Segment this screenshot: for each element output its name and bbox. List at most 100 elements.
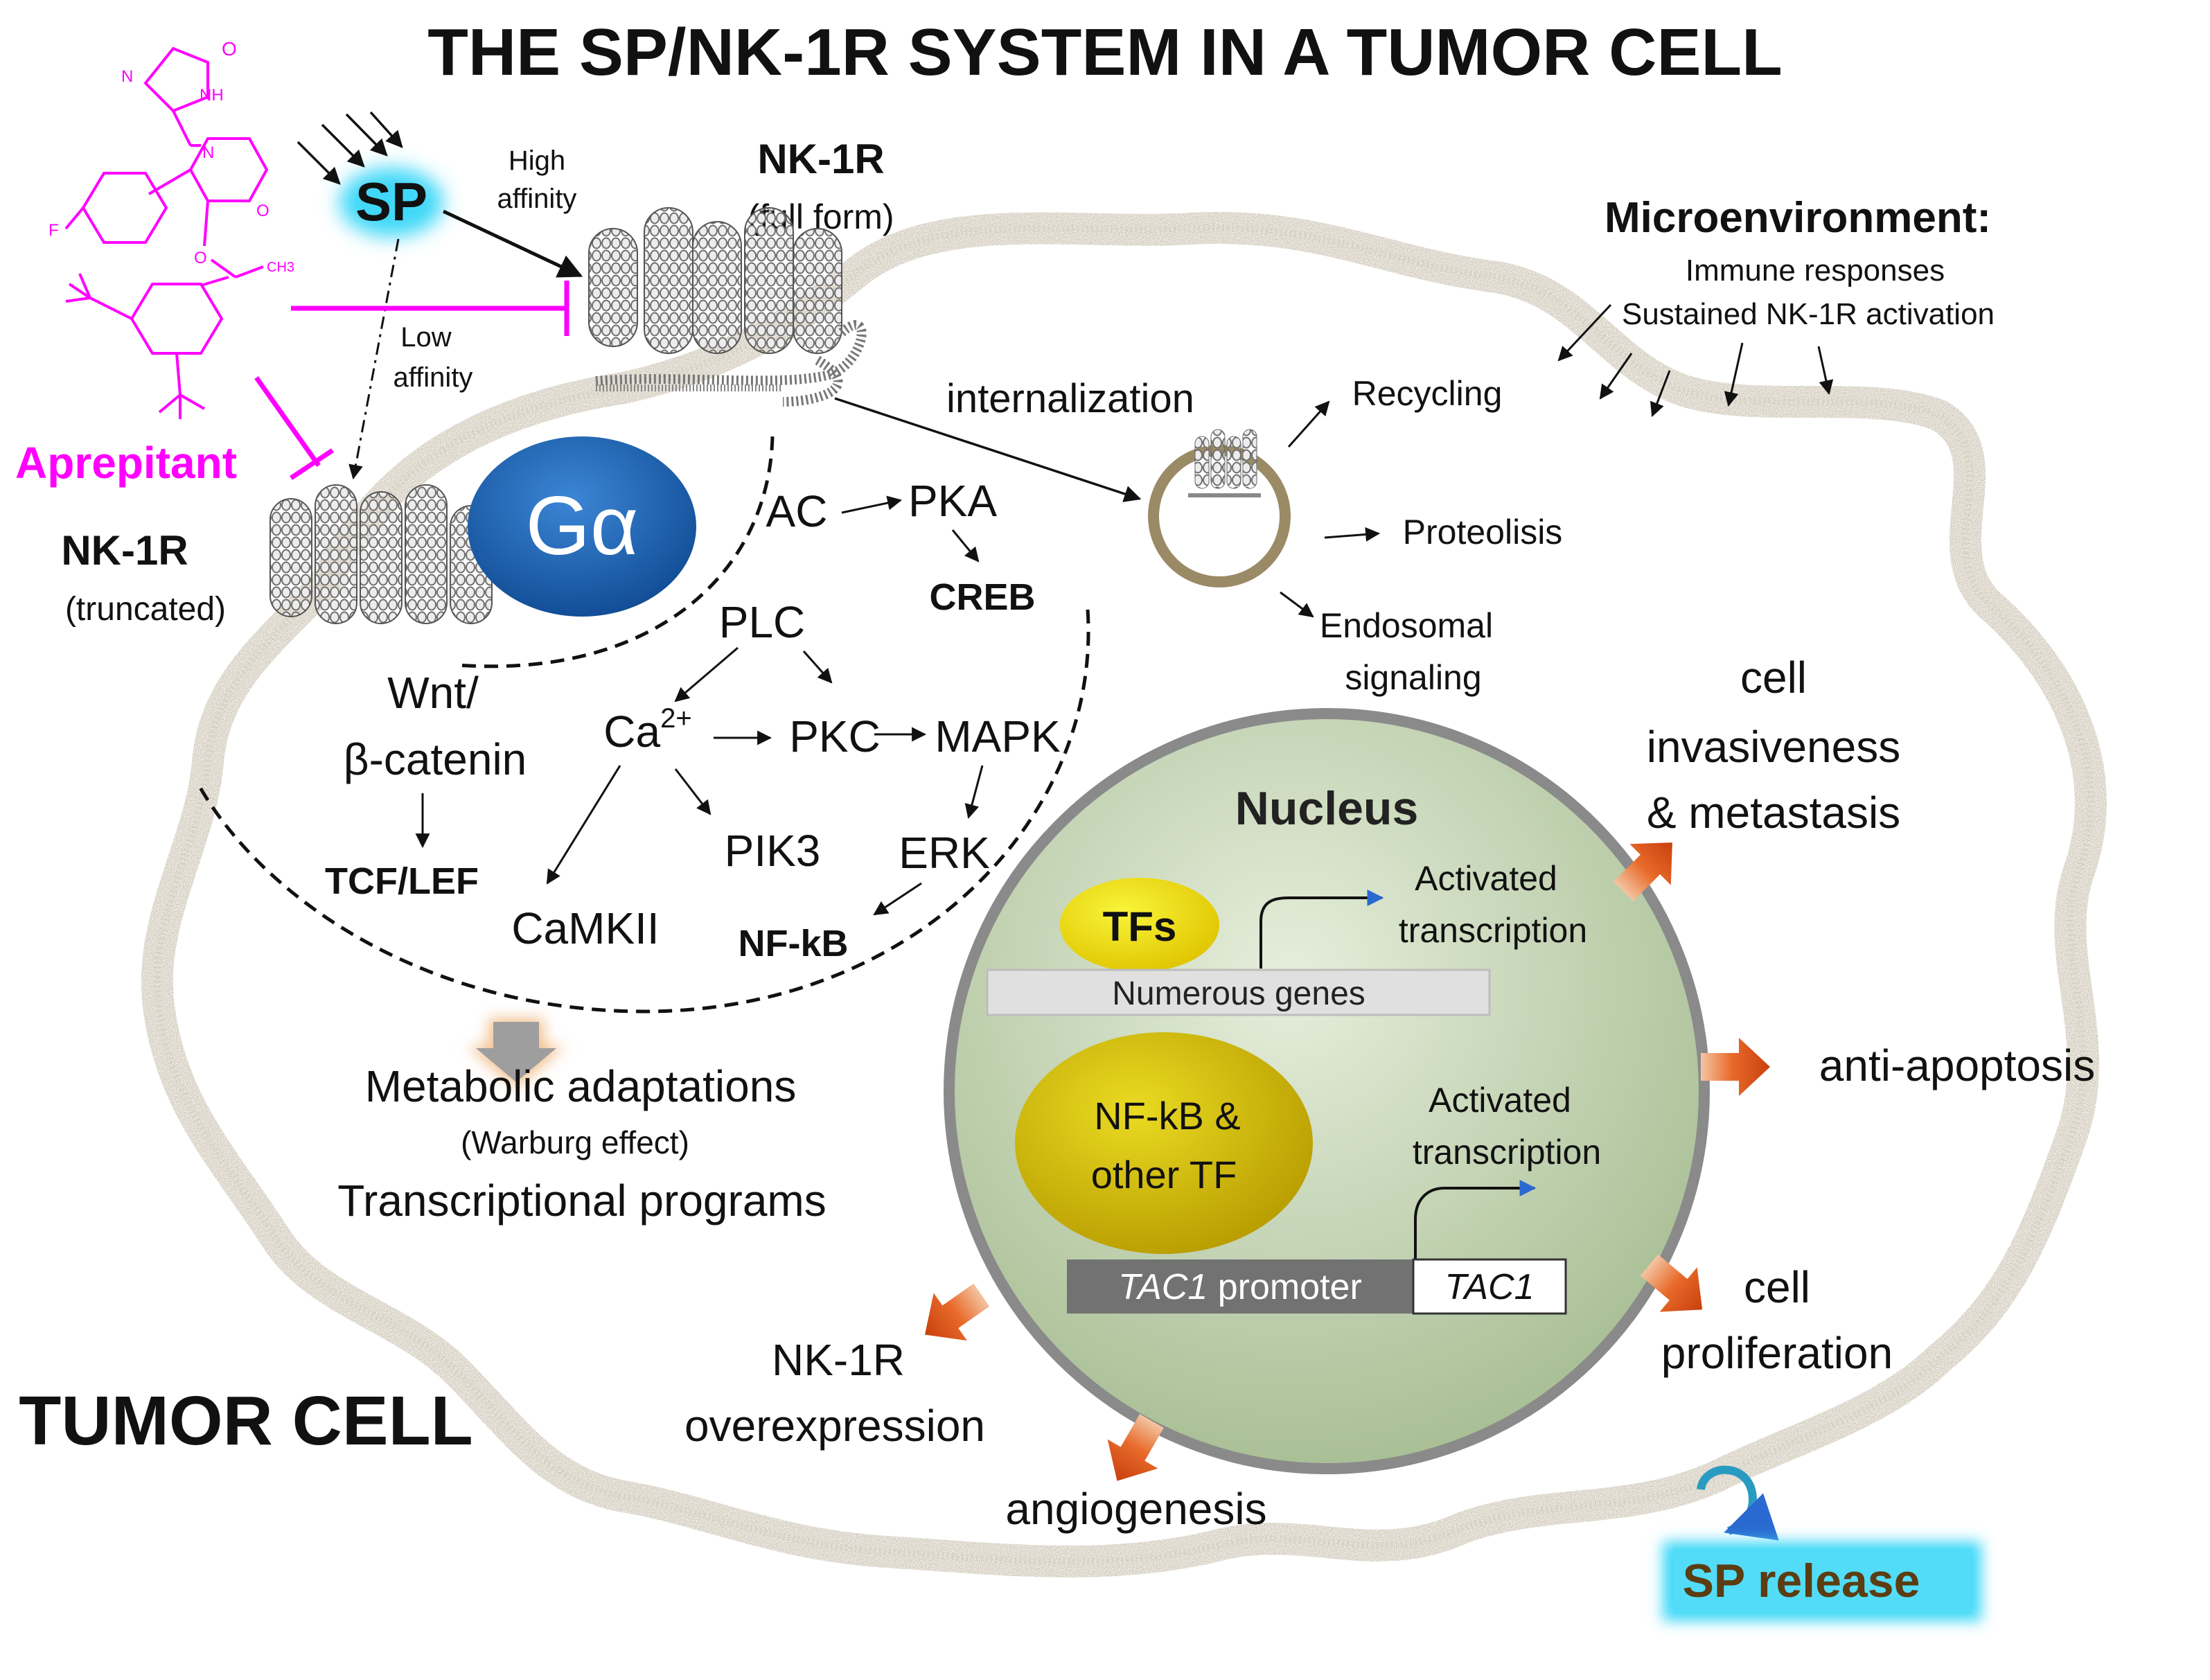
svg-text:NH: NH	[200, 86, 224, 105]
invasiveness-label-1: cell	[1740, 653, 1807, 702]
signaling-pathway: AC PKA CREB PLC Ca2+ PKC MAPK PIK3 CaMKI…	[325, 476, 1061, 964]
internalization-arrow	[834, 397, 1142, 502]
tac1-gene-box	[1412, 1258, 1567, 1315]
microenvironment-arrows	[1557, 303, 1834, 417]
aprepitant-structure-icon: O NH N N O F O CH3	[48, 38, 294, 419]
tss-arrow-1	[1259, 890, 1384, 969]
invasiveness-label-2: invasiveness	[1647, 722, 1900, 772]
activated-label-1b: transcription	[1399, 911, 1587, 950]
mapk-label: MAPK	[935, 711, 1060, 761]
tac1-gene-label: TAC1	[1444, 1267, 1534, 1307]
signaling-boundary-outer	[195, 609, 1090, 1014]
inhibition-truncated-bar	[290, 448, 334, 480]
invasiveness-label-3: & metastasis	[1647, 788, 1900, 838]
outcome-arrow-invasiveness	[1614, 842, 1672, 901]
pka-label: PKA	[908, 476, 997, 526]
outcome-arrow-anti-apoptosis	[1701, 1038, 1770, 1096]
microenvironment-title: Microenvironment:	[1605, 194, 1991, 242]
internalization-label: internalization	[946, 376, 1194, 421]
sp-glow	[339, 168, 443, 237]
svg-text:O: O	[222, 38, 237, 60]
outcome-arrow-proliferation	[1640, 1254, 1703, 1312]
proliferation-label-1: cell	[1744, 1262, 1810, 1312]
svg-text:F: F	[48, 221, 59, 240]
high-affinity-label-2: affinity	[497, 184, 577, 214]
overexpression-label-2: overexpression	[684, 1401, 985, 1451]
proteolysis-arrow	[1324, 527, 1381, 542]
tfs-ellipse	[1060, 878, 1219, 972]
low-affinity-label-2: affinity	[394, 362, 473, 393]
genes-label: Numerous genes	[1112, 975, 1365, 1012]
incoming-sp-arrows	[297, 111, 403, 185]
microenvironment-line1: Immune responses	[1686, 254, 1945, 288]
tac1-promoter-label: TAC1 promoter	[1118, 1267, 1362, 1307]
tss-arrow-2	[1414, 1180, 1537, 1259]
nfkb-tf-ellipse	[1015, 1032, 1313, 1254]
metabolic-arrow-icon	[468, 1018, 565, 1088]
proteolysis-label: Proteolisis	[1403, 513, 1563, 551]
tac1-promoter-bar	[1067, 1259, 1413, 1314]
aprepitant-label: Aprepitant	[15, 438, 237, 488]
svg-text:CH3: CH3	[267, 260, 294, 275]
metabolic-line1: Metabolic adaptations	[365, 1061, 797, 1111]
low-affinity-arrow	[348, 238, 400, 480]
high-affinity-label: High	[509, 145, 565, 176]
outcome-arrow-angiogenesis	[1107, 1414, 1164, 1481]
camkii-label: CaMKII	[511, 903, 659, 953]
recycling-arrow	[1287, 400, 1330, 448]
nk1r-full-receptor-icon	[588, 207, 867, 407]
tcf-lef-label: TCF/LEF	[325, 860, 479, 902]
activated-label-2: Activated	[1429, 1081, 1571, 1120]
sp-release-curved-arrow-icon	[1697, 1465, 1779, 1541]
svg-text:N: N	[121, 67, 133, 86]
nk1r-truncated-receptor-icon	[269, 484, 493, 624]
nucleus: Nucleus TFs Activated transcription Nume…	[944, 708, 1710, 1474]
g-alpha-label: Gα	[526, 479, 639, 572]
genes-bar	[986, 969, 1491, 1016]
endosomal-label: Endosomal	[1320, 606, 1493, 645]
high-affinity-arrow	[442, 209, 583, 278]
nfkb-label: NF-kB	[739, 923, 849, 964]
sp-release-label: SP release	[1683, 1555, 1920, 1607]
cell-membrane	[141, 211, 2107, 1577]
inhibition-truncated-line	[254, 375, 321, 468]
overexpression-label-1: NK-1R	[772, 1335, 905, 1385]
activated-label-2b: transcription	[1413, 1133, 1601, 1171]
ac-label: AC	[766, 486, 828, 536]
proliferation-label-2: proliferation	[1661, 1328, 1893, 1378]
anti-apoptosis-label: anti-apoptosis	[1819, 1041, 2095, 1090]
nfkb-tf-label: NF-kB &	[1094, 1094, 1241, 1138]
ca-label: Ca2+	[603, 703, 691, 757]
g-alpha-protein	[468, 436, 696, 617]
metabolic-line3: Transcriptional programs	[337, 1176, 826, 1226]
outcome-arrow-overexpression	[924, 1283, 990, 1341]
activated-label-1: Activated	[1415, 859, 1557, 898]
metabolic-line2: (Warburg effect)	[461, 1124, 689, 1160]
endosomal-label-2: signaling	[1345, 658, 1481, 697]
nucleus-title: Nucleus	[1235, 782, 1419, 835]
catenin-label: β-catenin	[344, 734, 527, 784]
sp-release-box	[1673, 1548, 1971, 1614]
svg-text:O: O	[194, 249, 207, 267]
pkc-label: PKC	[789, 711, 881, 761]
sp-label: SP	[355, 171, 427, 232]
nk1r-full-name: NK-1R	[757, 136, 884, 182]
page-title: THE SP/NK-1R SYSTEM IN A TUMOR CELL	[427, 15, 1783, 89]
pik3-label: PIK3	[725, 826, 821, 876]
nk1r-truncated-form: (truncated)	[65, 591, 226, 628]
endosomal-arrow	[1280, 591, 1314, 618]
angiogenesis-label: angiogenesis	[1005, 1484, 1266, 1534]
signaling-boundary-inner	[457, 436, 775, 669]
wnt-label: Wnt/	[387, 668, 479, 718]
svg-text:N: N	[202, 143, 214, 162]
plc-label: PLC	[719, 597, 806, 647]
low-affinity-label: Low	[400, 322, 451, 353]
tumor-cell-label: TUMOR CELL	[19, 1382, 472, 1460]
nfkb-tf-label-2: other TF	[1091, 1153, 1237, 1196]
tfs-label: TFs	[1103, 903, 1177, 950]
creb-label: CREB	[929, 576, 1035, 618]
erk-label: ERK	[899, 828, 990, 878]
svg-text:O: O	[256, 202, 269, 220]
recycling-label: Recycling	[1352, 374, 1503, 413]
